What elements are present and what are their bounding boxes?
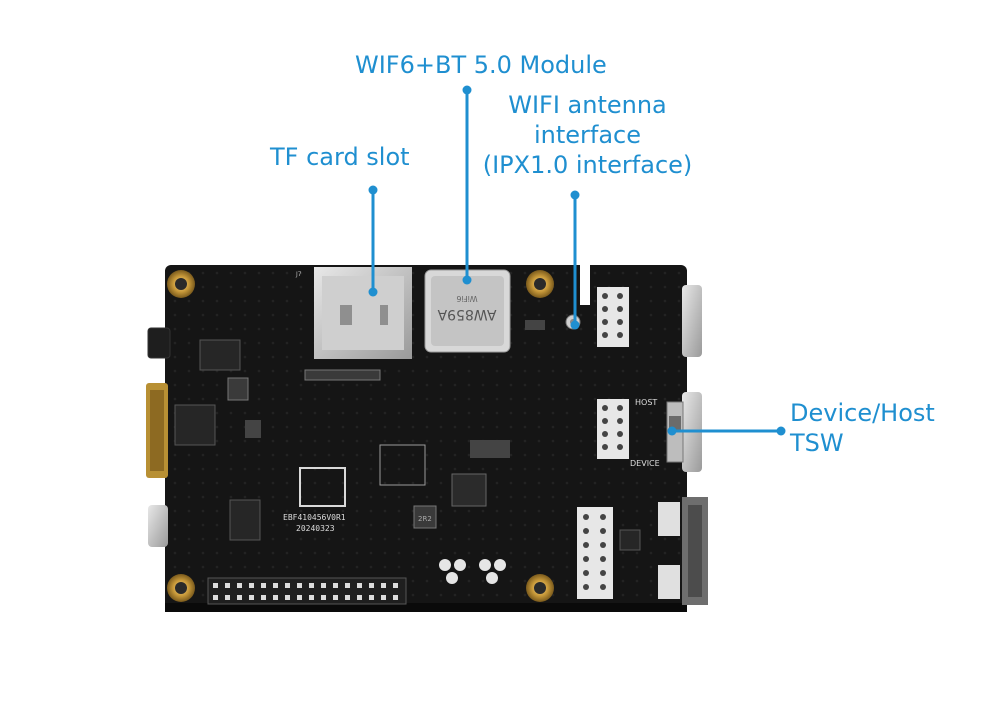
tsw-label-line1: Device/Host bbox=[790, 399, 935, 427]
svg-text:20240323: 20240323 bbox=[296, 524, 335, 533]
mounting-hole bbox=[167, 270, 554, 602]
svg-text:EBF410456V0R1: EBF410456V0R1 bbox=[283, 513, 346, 522]
device-host-tsw-label: Device/Host TSW bbox=[790, 398, 935, 458]
gpio-header-row bbox=[207, 577, 407, 605]
antenna-label-line2: interface bbox=[533, 121, 642, 149]
svg-text:2R2: 2R2 bbox=[418, 515, 432, 523]
pin-header-top bbox=[597, 287, 629, 347]
svg-text:DEVICE: DEVICE bbox=[630, 459, 660, 468]
svg-text:J7: J7 bbox=[295, 271, 302, 278]
pin-header-mid bbox=[597, 399, 629, 459]
pin-header-bottom bbox=[577, 507, 613, 599]
wifi-module-label: WIF6+BT 5.0 Module bbox=[355, 51, 607, 79]
antenna-label-line3: (IPX1.0 interface) bbox=[482, 151, 693, 179]
svg-text:HOST: HOST bbox=[635, 398, 657, 407]
ic-chip bbox=[451, 473, 487, 507]
soc-outline bbox=[299, 467, 346, 507]
usb-c-left bbox=[148, 505, 168, 547]
tf-card-slot-label: TF card slot bbox=[270, 143, 410, 171]
antenna-interface-label: WIFI antenna interface (IPX1.0 interface… bbox=[480, 90, 695, 180]
tsw-label-line2: TSW bbox=[790, 429, 844, 457]
module-marking: AW859A bbox=[437, 306, 496, 322]
antenna-label-line1: WIFI antenna bbox=[508, 91, 667, 119]
audio-jack bbox=[147, 327, 171, 359]
svg-text:WiFi6: WiFi6 bbox=[456, 294, 477, 303]
callout-leaders bbox=[368, 85, 786, 436]
usb-port-right-top bbox=[682, 285, 702, 357]
